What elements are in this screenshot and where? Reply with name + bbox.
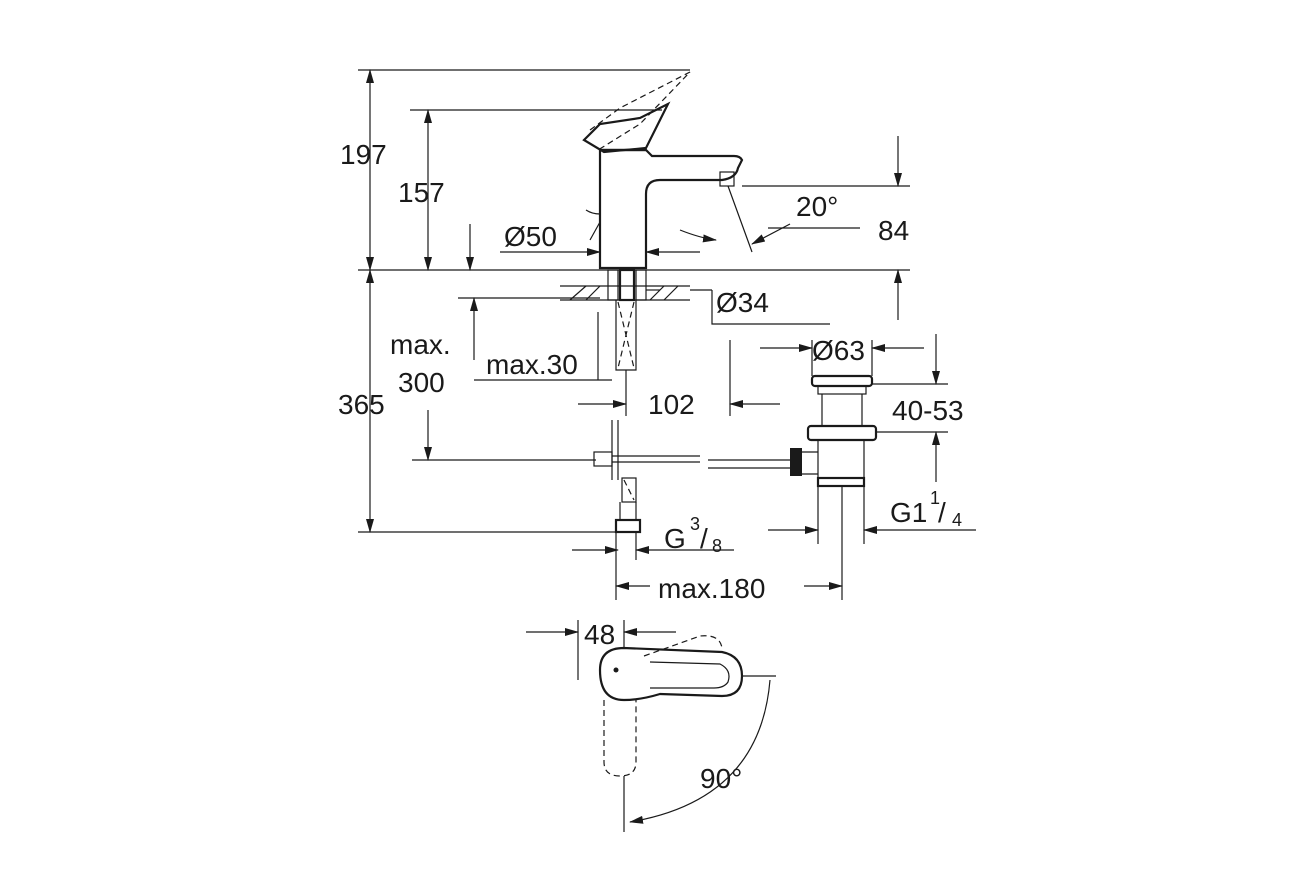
- dim-g114-slash: /: [938, 497, 946, 528]
- pop-up-waste: [593, 374, 878, 534]
- dim-365: 365: [338, 389, 385, 420]
- faucet-top-view: [526, 620, 776, 832]
- dim-157: 157: [398, 177, 445, 208]
- dim-angle-20: 20°: [796, 191, 838, 222]
- dim-max30: max.30: [486, 349, 578, 380]
- dim-d63: Ø63: [812, 335, 865, 366]
- dim-g38-denominator: 8: [712, 536, 722, 556]
- dim-84: 84: [878, 215, 909, 246]
- dimension-lines: [358, 69, 976, 600]
- dim-d50: Ø50: [504, 221, 557, 252]
- dim-102: 102: [648, 389, 695, 420]
- dim-max-label: max.: [390, 329, 451, 360]
- dim-g38-numerator: 3: [690, 514, 700, 534]
- dim-g114-numerator: 1: [930, 488, 940, 508]
- dim-40-53: 40-53: [892, 395, 964, 426]
- dim-g114-denominator: 4: [952, 510, 962, 530]
- dim-g38-main: G: [664, 523, 686, 554]
- dim-48: 48: [584, 619, 615, 650]
- dimension-labels: 197 157 Ø50 20° 84 Ø34 max. 300 max.30 3…: [338, 139, 964, 794]
- dim-max180: max.180: [658, 573, 765, 604]
- dim-angle-90: 90°: [700, 763, 742, 794]
- dim-g38-slash: /: [700, 523, 708, 554]
- dim-300: 300: [398, 367, 445, 398]
- dim-197: 197: [340, 139, 387, 170]
- dim-d34: Ø34: [716, 287, 769, 318]
- dim-g114-main: G1: [890, 497, 927, 528]
